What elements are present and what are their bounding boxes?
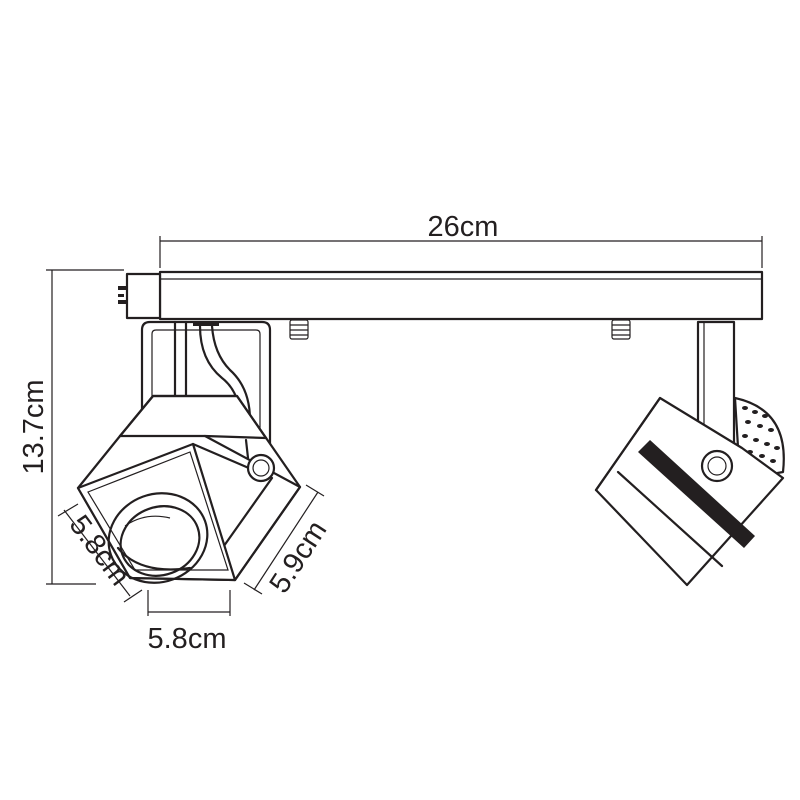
left-spotlight [76,320,302,584]
length-dimension: 26cm [159,211,763,268]
head-front-width-label: 5.8cm [148,623,227,655]
head-front-width-dimension: 5.8cm [147,590,231,655]
mounting-screw-left [289,319,309,340]
length-label: 26cm [428,211,499,243]
mounting-screw-right [611,319,631,340]
height-dimension: 13.7cm [18,269,124,585]
ceiling-bar [118,270,764,321]
head-depth-label: 5.9cm [264,515,334,599]
right-spotlight [594,320,785,587]
height-label: 13.7cm [18,379,50,474]
